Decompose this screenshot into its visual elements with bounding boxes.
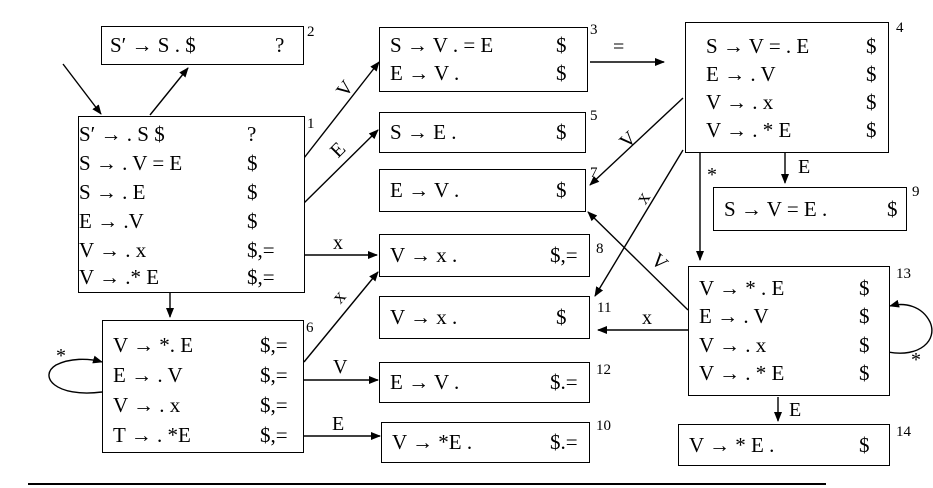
state-8-number: 8 xyxy=(596,241,604,257)
state-5-box: S → E .$ xyxy=(379,112,586,153)
state-5-number: 5 xyxy=(590,108,598,124)
state-3-number: 3 xyxy=(590,22,598,38)
state-13-box: V → * . E$ E → . V$ V → . x$ V → . * E$ xyxy=(688,266,890,396)
state-3-box: S → V . = E$ E → V .$ xyxy=(379,27,588,92)
state-1-number: 1 xyxy=(307,116,315,132)
edge-6-6 xyxy=(48,355,103,394)
edge-13-13 xyxy=(887,299,933,354)
edge-label-1-8: x xyxy=(333,232,343,254)
state-7-number: 7 xyxy=(590,165,598,181)
state-10-number: 10 xyxy=(596,418,611,434)
state-12-number: 12 xyxy=(596,362,611,378)
state-11-box: V → x .$ xyxy=(379,296,590,339)
edge-label-6-12: V xyxy=(333,356,348,378)
state-11-number: 11 xyxy=(597,300,612,316)
edge-13-7 xyxy=(587,211,689,311)
state-7-box: E → V .$ xyxy=(379,169,586,212)
edge-label-6-6: * xyxy=(56,345,66,367)
edge-label-13-13: * xyxy=(911,349,921,371)
state-12-box: E → V .$.= xyxy=(379,362,590,403)
edge-label-3-4: = xyxy=(613,36,625,58)
edge-4-7 xyxy=(589,97,684,186)
edge-label-13-11: x xyxy=(642,307,652,329)
state-2-box: S′ → S . $? xyxy=(101,26,304,65)
state-4-box: S → V = . E$ E → . V$ V → . x$ V → . * E… xyxy=(685,22,889,153)
state-4-number: 4 xyxy=(896,20,904,36)
state-10-box: V → *E .$.= xyxy=(381,422,590,463)
state-14-box: V → * E .$ xyxy=(678,424,890,466)
edge-label-6-10: E xyxy=(332,413,345,435)
state-13-number: 13 xyxy=(896,266,911,282)
start-arrow xyxy=(62,63,102,115)
state-2-number: 2 xyxy=(307,24,315,40)
state-14-number: 14 xyxy=(896,424,911,440)
state-9-box: S → V = E .$ xyxy=(713,187,907,231)
edge-4-11 xyxy=(594,149,684,297)
edge-1-5 xyxy=(303,129,379,204)
bottom-rule-divider xyxy=(28,483,826,485)
state-6-box: V → *. E$,= E → . V$,= V → . x$,= T → . … xyxy=(102,320,304,453)
state-6-number: 6 xyxy=(306,320,314,336)
state-1-box: S′ → . S $? S → . V = E$ S → . E$ E → .V… xyxy=(78,116,305,293)
edge-6-8 xyxy=(303,271,379,363)
edge-1-2 xyxy=(149,67,189,116)
edge-1-3 xyxy=(303,61,380,159)
edge-label-13-14: E xyxy=(789,399,802,421)
state-8-box: V → x .$,= xyxy=(379,234,590,277)
edge-label-4-9: E xyxy=(798,156,811,178)
state-9-number: 9 xyxy=(912,184,920,200)
edge-label-4-13: * xyxy=(707,164,717,186)
